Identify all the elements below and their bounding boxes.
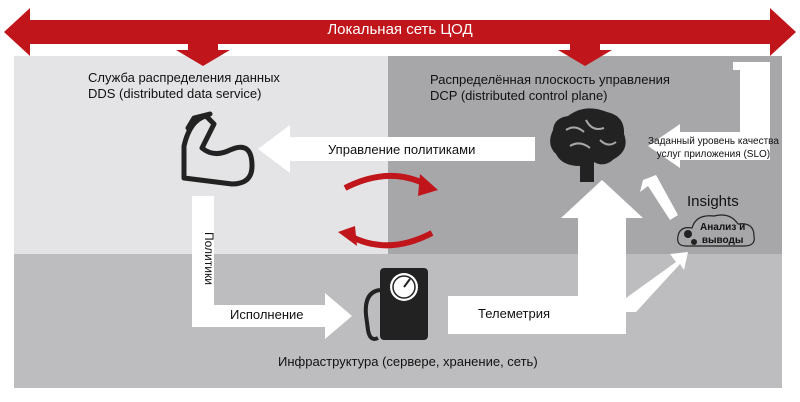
brain-icon [550, 108, 626, 182]
circular-arrows-icon [343, 173, 434, 249]
insights-line1: Анализ и [700, 222, 746, 233]
network-banner-label: Локальная сеть ЦОД [327, 21, 473, 38]
insights-line2: выводы [701, 234, 744, 246]
insights-caption: Анализ и выводы [700, 222, 745, 247]
insights-to-dcp-arrow [640, 175, 678, 220]
network-banner-arrow [4, 8, 796, 66]
policies-label: Политики [202, 232, 216, 285]
slo-line1: Заданный уровень качества [648, 136, 779, 147]
dcp-title-line1: Распределённая плоскость управления [430, 72, 670, 87]
dds-title-line1: Служба распределения данных [88, 70, 280, 85]
flexed-arm-icon [181, 111, 255, 187]
infrastructure-label: Инфраструктура (сервере, хранение, сеть) [278, 354, 538, 369]
telemetry-arrow [448, 180, 643, 334]
slo-label: Заданный уровень качества услуг приложен… [648, 136, 779, 161]
telemetry-to-insights-arrow [626, 252, 688, 312]
cloud-gears-icon [677, 214, 755, 247]
policy-management-label: Управление политиками [328, 142, 476, 157]
dcp-title: Распределённая плоскость управления DCP … [430, 72, 670, 105]
dcp-title-line2: DCP (distributed control plane) [430, 88, 608, 104]
execution-arrow [192, 196, 352, 339]
telemetry-label: Телеметрия [478, 306, 551, 321]
dds-title-line2: DDS (distributed data service) [88, 86, 262, 102]
dds-title: Служба распределения данных DDS (distrib… [88, 70, 280, 103]
execution-label: Исполнение [230, 307, 304, 322]
policy-management-arrow [258, 125, 535, 173]
fuel-pump-gauge-icon [363, 268, 428, 341]
insights-title: Insights [687, 193, 739, 210]
slo-line2: услуг приложения (SLO) [656, 148, 771, 160]
slo-arrow [648, 62, 770, 168]
